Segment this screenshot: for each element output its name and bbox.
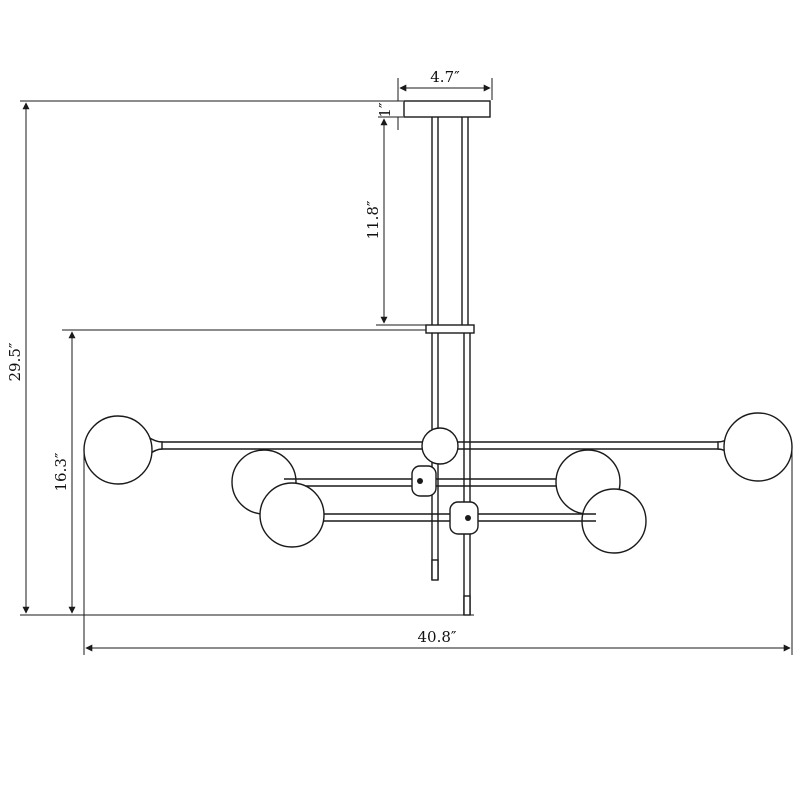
label-overall-width: 40.8″: [417, 628, 456, 646]
lower-arm-hub: [449, 501, 479, 535]
front-left-globe: [259, 482, 325, 548]
label-overall-height: 29.5″: [6, 342, 24, 381]
canopy: [403, 100, 491, 118]
chandelier-fixture: [83, 100, 793, 616]
lower-hub-screw: [465, 515, 471, 521]
label-upper-rod: 11.8″: [364, 200, 382, 239]
stem-left-cap: [431, 559, 439, 581]
label-body-height: 16.3″: [52, 452, 70, 491]
middle-arm-hub: [411, 465, 437, 497]
left-outer-globe: [83, 415, 153, 485]
label-canopy-height: 1″: [376, 102, 394, 118]
stem-right-cap: [463, 595, 471, 616]
rod-collar: [425, 324, 475, 334]
right-outer-globe: [723, 412, 793, 482]
dimension-lines: [20, 78, 793, 655]
top-arm-hub: [421, 427, 459, 465]
label-canopy-width: 4.7″: [430, 68, 460, 86]
dimension-labels: 4.7″ 1″ 11.8″ 29.5″ 16.3″ 40.8″: [6, 68, 460, 646]
middle-hub-screw: [417, 478, 423, 484]
